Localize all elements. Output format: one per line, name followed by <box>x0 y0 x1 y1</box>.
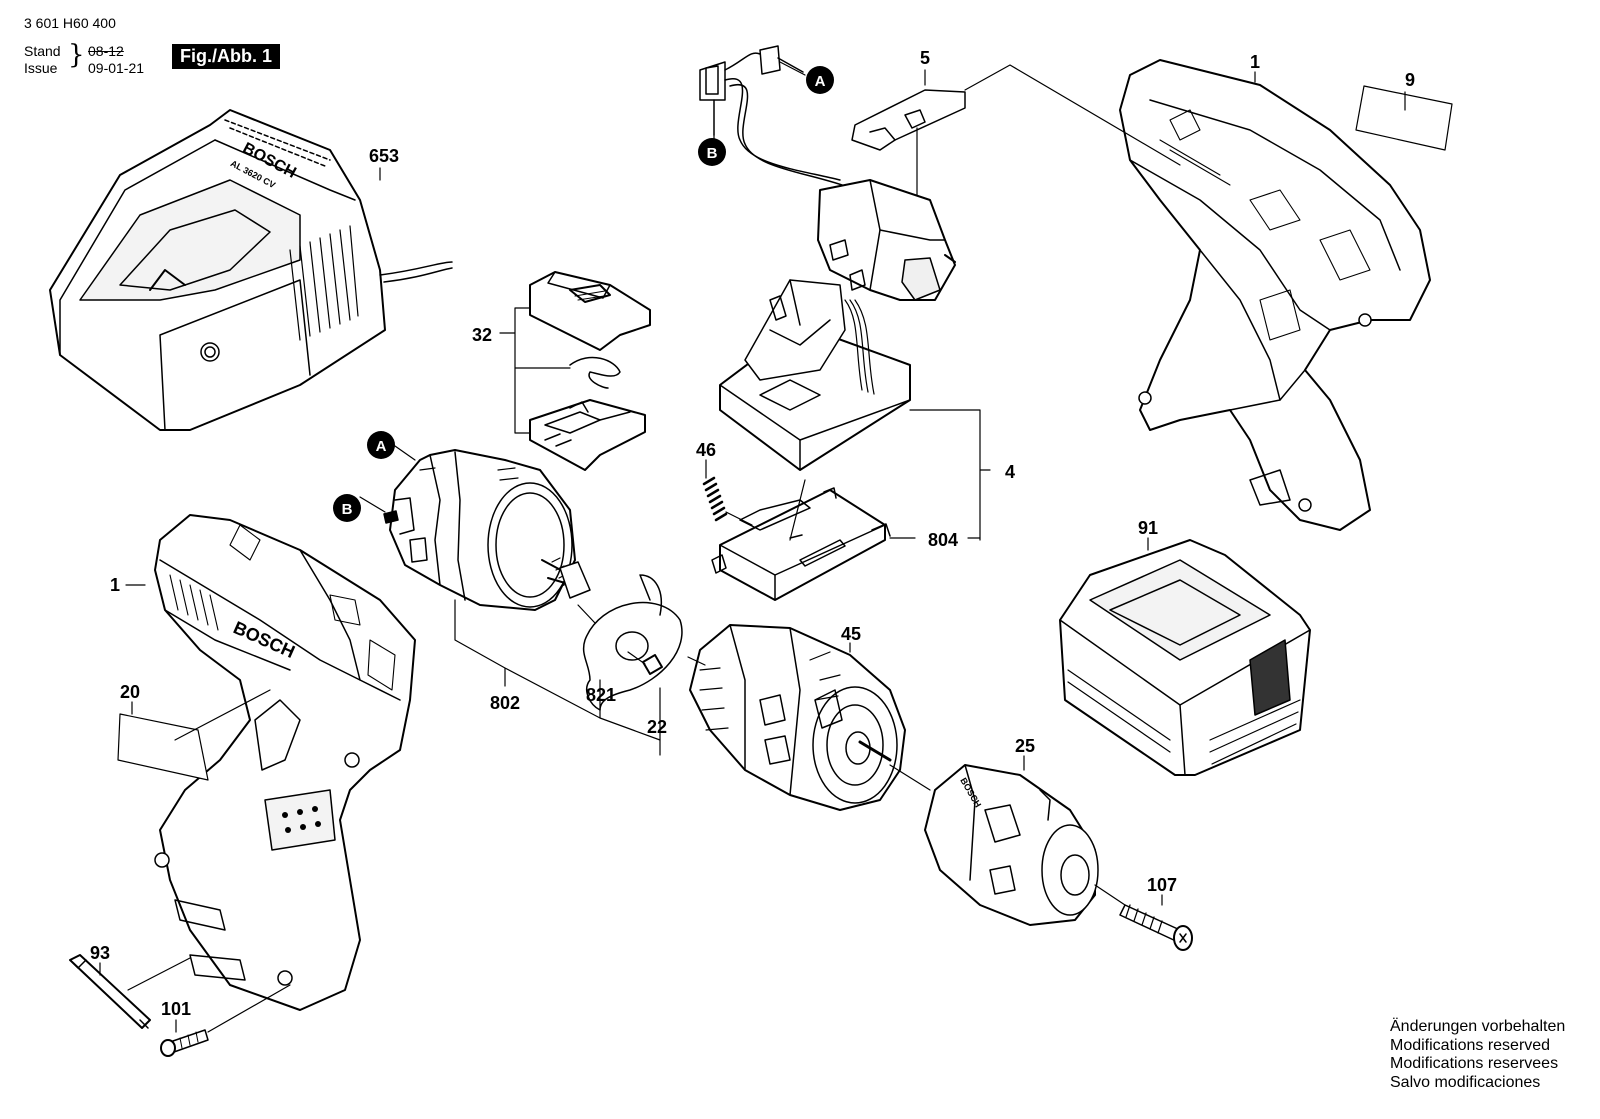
callout-802: 802 <box>490 693 520 713</box>
charger-illustration <box>49 109 453 431</box>
callout-91: 91 <box>1138 518 1158 538</box>
callout-1-right: 1 <box>1250 52 1260 72</box>
small-screw <box>627 651 663 675</box>
marker-b-motor: B <box>333 494 361 522</box>
callout-821: 821 <box>586 685 616 705</box>
modifications-notice: Änderungen vorbehalten Modifications res… <box>1390 1018 1565 1092</box>
callout-101: 101 <box>161 999 191 1019</box>
gear-plate <box>582 574 683 711</box>
note-fr: Modifications reservees <box>1390 1055 1559 1072</box>
chuck-illustration <box>924 764 1099 926</box>
figure-label: Fig./Abb. 1 <box>172 44 280 69</box>
callout-93: 93 <box>90 943 110 963</box>
callout-4: 4 <box>1005 462 1015 482</box>
gearbox-illustration <box>689 624 906 811</box>
stand-label: Stand <box>24 43 61 59</box>
callout-25: 25 <box>1015 736 1035 756</box>
callout-45: 45 <box>841 624 861 644</box>
marker-a-top: A <box>806 66 834 94</box>
motor-illustration <box>383 449 591 611</box>
stand-date: 08-12 <box>88 43 124 59</box>
issue-label: Issue <box>24 60 58 76</box>
part-number: 3 601 H60 400 <box>24 15 116 31</box>
wiring-harness <box>699 45 846 187</box>
svg-text:A: A <box>815 73 826 90</box>
switch-illustration <box>817 89 966 301</box>
belt-clip-screw <box>160 1029 209 1057</box>
marker-b-top: B <box>698 138 726 166</box>
svg-text:A: A <box>376 438 387 455</box>
note-de: Änderungen vorbehalten <box>1390 1018 1566 1035</box>
chuck-screw <box>1119 904 1193 951</box>
svg-text:B: B <box>342 501 353 518</box>
note-es: Salvo modificaciones <box>1390 1073 1541 1091</box>
housing-right <box>1119 59 1431 531</box>
issue-date: 09-01-21 <box>88 60 145 76</box>
callout-46: 46 <box>696 440 716 460</box>
callout-1-left: 1 <box>110 575 120 595</box>
contact-plate <box>711 487 891 601</box>
battery-illustration <box>1059 539 1311 776</box>
callout-5: 5 <box>920 48 930 68</box>
electronics-module <box>719 279 911 471</box>
callout-20: 20 <box>120 682 140 702</box>
spring-illustration <box>702 476 728 522</box>
housing-left <box>154 514 416 1011</box>
label-right <box>1355 85 1453 151</box>
motor-plate-parts <box>529 271 651 471</box>
callout-804: 804 <box>928 530 958 550</box>
callout-653: 653 <box>369 146 399 166</box>
brace-icon: } <box>68 40 85 70</box>
screwdriver-bit <box>69 954 151 1029</box>
leader-lines <box>99 61 1406 1033</box>
callout-32: 32 <box>472 325 492 345</box>
marker-a-motor: A <box>367 431 395 459</box>
note-en: Modifications reserved <box>1390 1036 1551 1054</box>
label-left <box>117 713 209 781</box>
callout-9: 9 <box>1405 70 1415 90</box>
callout-22: 22 <box>647 717 667 737</box>
svg-text:B: B <box>707 145 718 162</box>
callout-107: 107 <box>1147 875 1177 895</box>
